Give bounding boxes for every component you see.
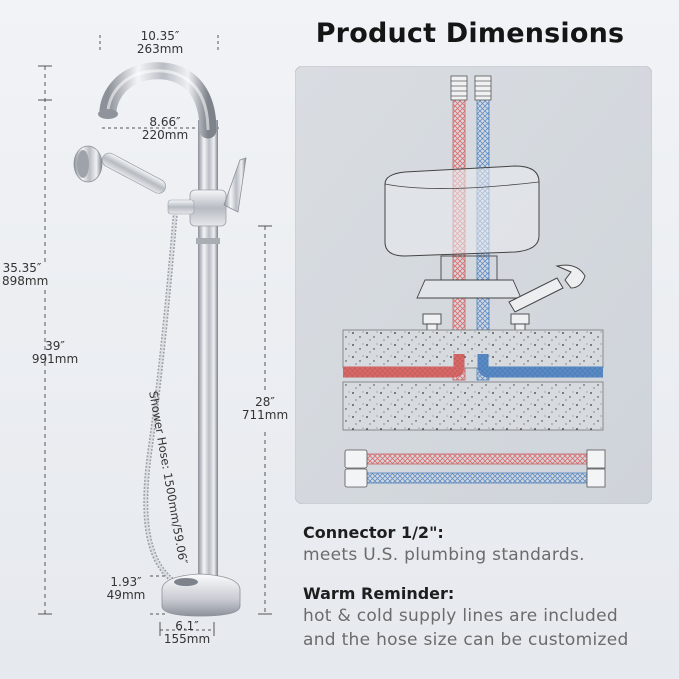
dimension-lines — [38, 35, 272, 636]
reminder-heading: Warm Reminder: — [303, 584, 455, 603]
page-title: Product Dimensions — [315, 18, 625, 49]
reminder-line-2: and the hose size can be customized — [303, 630, 629, 650]
dim-spout-reach: 8.66″220mm — [141, 115, 189, 142]
connector-heading: Connector 1/2": — [303, 523, 444, 542]
dim-base-height: 1.93″49mm — [106, 575, 146, 602]
reminder-line-1: hot & cold supply lines are included — [303, 606, 618, 626]
dim-handle-height: 28″711mm — [241, 395, 289, 422]
dim-base-width: 6.1″155mm — [163, 619, 211, 646]
dim-spout-height: 35.35″898mm — [2, 261, 49, 288]
installation-diagram — [295, 66, 652, 504]
dim-spout-width: 10.35″263mm — [136, 29, 184, 56]
dim-total-height: 39″991mm — [31, 339, 79, 366]
connector-text: meets U.S. plumbing standards. — [303, 545, 585, 565]
